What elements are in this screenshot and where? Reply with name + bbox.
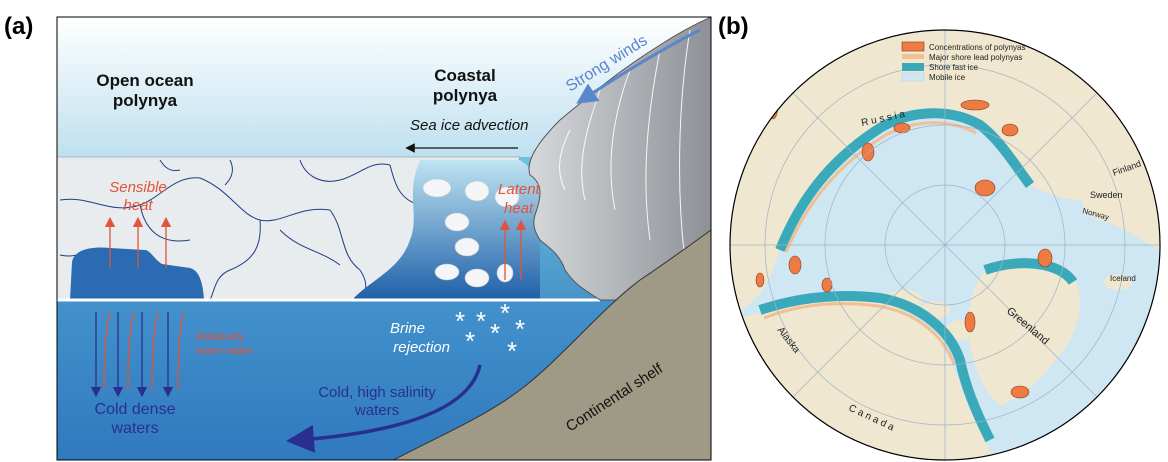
latent-heat-label: Latent [498, 181, 541, 198]
legend-swatch-polynyas [901, 41, 925, 52]
map-legend: Concentrations of polynyas Major shore l… [901, 41, 1026, 82]
cold-high-salinity-label-2: waters [354, 402, 399, 419]
sensible-heat-label-2: heat [123, 197, 153, 214]
open-ocean-title: Open ocean [96, 71, 193, 90]
svg-text:*: * [465, 326, 475, 356]
svg-text:*: * [515, 314, 525, 344]
latent-heat-label-2: heat [504, 200, 534, 217]
legend-swatch-mobile-ice [901, 72, 925, 82]
wind-arrow [576, 28, 701, 104]
brine-label: Brine [390, 320, 425, 337]
continental-shelf [392, 229, 711, 460]
warm-water-label-2: warm water [195, 345, 253, 357]
panel-a-frame [56, 16, 712, 461]
map-graticule [730, 30, 1160, 460]
sensible-heat-label: Sensible [109, 179, 167, 196]
shore-fast-ice [758, 108, 1078, 443]
sea-ice-advection-label: Sea ice advection [410, 117, 528, 134]
cold-dense-label: Cold dense [95, 401, 176, 418]
cold-dense-label-2: waters [110, 420, 158, 437]
brine-asterisks: *** *** * [455, 298, 525, 366]
svg-text:*: * [500, 298, 510, 328]
legend-label-polynyas: Concentrations of polynyas [929, 43, 1026, 52]
legend-swatch-fast-ice [902, 63, 924, 71]
ice-floe-cracks [59, 159, 421, 301]
svg-text:*: * [507, 336, 517, 366]
warm-water-label: Relatively [196, 331, 244, 343]
label-sweden: Sweden [1090, 190, 1123, 200]
svg-text:*: * [455, 306, 465, 336]
convection-loops [90, 311, 185, 398]
map-boundary [729, 29, 1161, 461]
panel-b: (b) [718, 13, 1161, 461]
dense-water-flow-arrow [286, 364, 482, 453]
open-ocean-polynya-water [70, 247, 204, 300]
panel-b-label: (b) [718, 13, 749, 40]
legend-swatch-shore-lead [902, 54, 924, 59]
land-scandinavia [1078, 164, 1160, 250]
panel-a-label: (a) [4, 13, 33, 40]
coastal-title-2: polynya [433, 86, 498, 105]
coastal-cliff [528, 17, 711, 301]
legend-label-mobile-ice: Mobile ice [929, 73, 966, 82]
polynya-concentrations [755, 90, 1053, 399]
shore-lead-polynyas [763, 121, 977, 365]
legend-label-fast-ice: Shore fast ice [929, 63, 978, 72]
coastal-polynya-water [352, 160, 540, 300]
land-iceland [1104, 274, 1132, 290]
ice-floes [422, 178, 520, 288]
open-ocean-title-2: polynya [113, 91, 178, 110]
latent-heat-arrows [499, 219, 527, 280]
label-iceland: Iceland [1110, 274, 1136, 283]
coastal-title: Coastal [434, 66, 495, 85]
panel-a: (a) [4, 13, 712, 461]
svg-text:*: * [476, 306, 486, 336]
svg-text:*: * [490, 318, 500, 348]
sensible-heat-arrows [104, 216, 172, 268]
brine-label-2: rejection [393, 339, 450, 356]
legend-label-shore-lead: Major shore lead polynyas [929, 53, 1022, 62]
cold-high-salinity-label: Cold, high salinity [318, 384, 436, 401]
